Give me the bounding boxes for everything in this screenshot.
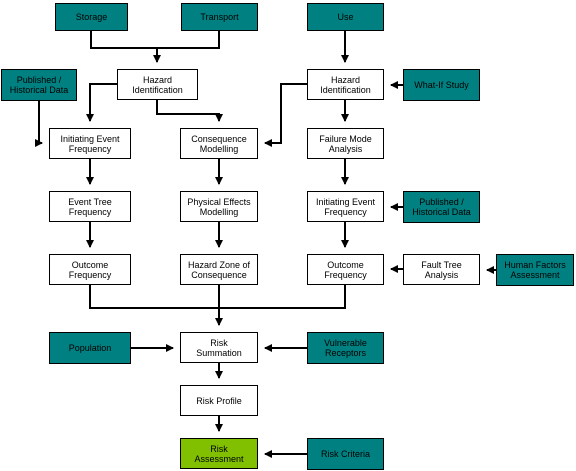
node-outcome-freq-1: Outcome Frequency	[49, 254, 131, 285]
connector-transport-to-hazard-id-1	[157, 31, 220, 49]
node-published1: Published / Historical Data	[1, 69, 77, 101]
node-risk-summation: Risk Summation	[180, 332, 258, 363]
node-failure-mode: Failure Mode Analysis	[307, 128, 384, 159]
node-risk-profile: Risk Profile	[180, 385, 258, 416]
node-population: Population	[49, 332, 131, 364]
connector-outcome-freq-1-to-risk-summation	[89, 285, 219, 309]
node-whatif: What-If Study	[403, 69, 480, 101]
node-risk-assessment: Risk Assessment	[180, 438, 258, 469]
connector-hazard-id-1-to-init-event-freq-1	[86, 83, 117, 122]
node-hazard-id-1: Hazard Identification	[117, 69, 198, 100]
connector-hazard-id-2-to-consequence-modelling	[264, 83, 307, 147]
connector-outcome-freq-2-to-risk-summation	[219, 285, 346, 309]
node-consequence-modelling: Consequence Modelling	[180, 128, 258, 159]
node-init-event-freq-2: Initiating Event Frequency	[307, 191, 384, 222]
node-risk-criteria: Risk Criteria	[307, 438, 384, 470]
node-transport: Transport	[181, 3, 258, 31]
connector-published1-to-init-event-freq-1	[35, 101, 43, 147]
connector-storage-to-hazard-id-1	[90, 31, 161, 63]
node-hazard-zone: Hazard Zone of Consequence	[180, 254, 258, 285]
node-physical-effects: Physical Effects Modelling	[180, 191, 258, 222]
node-vulnerable: Vulnerable Receptors	[307, 332, 384, 364]
node-published2: Published / Historical Data	[403, 191, 480, 223]
node-outcome-freq-2: Outcome Frequency	[307, 254, 384, 285]
node-use: Use	[307, 3, 384, 31]
connector-hazard-id-1-to-consequence-modelling	[156, 100, 223, 122]
node-fault-tree: Fault Tree Analysis	[403, 254, 480, 285]
node-human-factors: Human Factors Assessment	[496, 254, 574, 286]
node-storage: Storage	[55, 3, 128, 31]
node-hazard-id-2: Hazard Identification	[307, 69, 384, 100]
node-event-tree: Event Tree Frequency	[49, 191, 131, 222]
node-init-event-freq-1: Initiating Event Frequency	[49, 128, 131, 159]
